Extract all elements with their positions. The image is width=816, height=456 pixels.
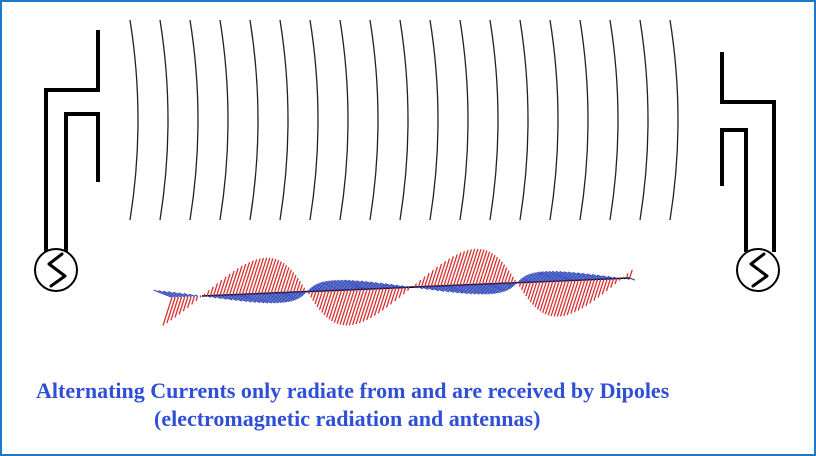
electric-field-hatching [162, 248, 633, 326]
wavefront-arc [429, 19, 439, 221]
wavefront-arc [579, 19, 589, 221]
receiver-inner-conductor [720, 128, 748, 252]
wavefront-arc [369, 19, 379, 221]
radiated-wavefronts [129, 19, 679, 221]
magnetic-field-hatching [153, 270, 636, 304]
wavefront-arc [339, 19, 349, 221]
wavefront-arc [159, 19, 169, 221]
wavefront-arc [669, 19, 679, 221]
caption-line-2: (electromagnetic radiation and antennas) [154, 406, 541, 431]
transmitter-inner-conductor [64, 112, 100, 252]
wavefront-arc [189, 19, 199, 221]
wavefront-arc [519, 19, 529, 221]
receiver-ac-source-icon [736, 248, 780, 292]
wavefront-arc [489, 19, 499, 221]
transmitting-dipole-antenna [44, 30, 100, 252]
wavefront-arc [459, 19, 469, 221]
wavefront-arc [129, 19, 139, 221]
wavefront-arc [639, 19, 649, 221]
receiving-dipole-antenna [720, 52, 776, 252]
wavefront-arc [249, 19, 259, 221]
wavefront-arc [549, 19, 559, 221]
electromagnetic-wave [153, 248, 636, 326]
transmitter-ac-source-icon [34, 248, 78, 292]
caption-line-1: Alternating Currents only radiate from a… [36, 378, 670, 403]
wavefront-arc [609, 19, 619, 221]
wavefront-arc [219, 19, 229, 221]
wavefront-arc [279, 19, 289, 221]
transmitter-outer-conductor [44, 30, 100, 252]
receiver-outer-conductor [720, 52, 776, 252]
wavefront-arc [399, 19, 409, 221]
wavefront-arc [309, 19, 319, 221]
